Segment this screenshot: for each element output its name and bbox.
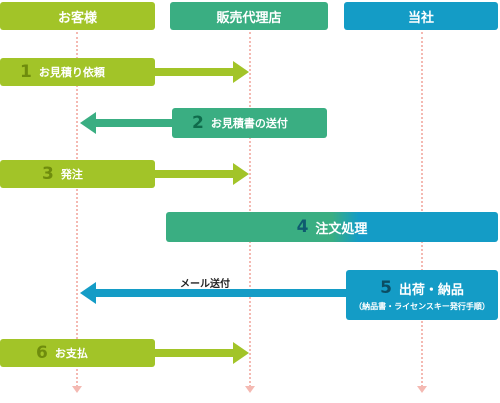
lifeline-reseller-end [245,386,255,393]
step-1-label: お見積り依頼 [38,66,105,79]
step-4-label: 注文処理 [315,221,368,237]
step-3-label: 発注 [60,168,83,181]
step-5-label: 出荷・納品 [398,282,464,298]
step-5-box: 5 出荷・納品 （納品書・ライセンスキー発行手順） [346,270,498,320]
step-6-number: 6 [36,343,48,363]
step-2-arrow [80,112,180,134]
mail-send-caption: メール送付 [180,279,230,290]
lane-header-reseller: 販売代理店 [170,2,328,30]
step-4-box: 4 注文処理 [166,212,498,242]
lane-header-customer: お客様 [0,2,155,30]
lifeline-company-end [417,386,427,393]
step-5-sublabel: （納品書・ライセンスキー発行手順） [354,302,490,311]
step-6-arrow [155,342,249,364]
step-4-number: 4 [296,217,309,237]
step-1-arrow [155,61,249,83]
lifeline-customer-end [72,386,82,393]
step-5-arrow [80,282,348,304]
lane-header-company: 当社 [344,2,498,30]
step-6-box: 6 お支払 [0,339,155,367]
lane-header-customer-label: お客様 [57,10,97,26]
lane-header-reseller-label: 販売代理店 [216,10,282,26]
step-3-box: 3 発注 [0,160,155,188]
step-1-number: 1 [20,62,32,82]
step-5-number: 5 [380,278,392,298]
step-2-number: 2 [192,113,204,133]
step-2-label: お見積書の送付 [210,117,288,130]
step-2-box: 2 お見積書の送付 [172,108,327,138]
step-3-arrow [155,163,249,185]
lifeline-customer [76,32,78,387]
step-6-label: お支払 [54,347,88,360]
lane-header-company-label: 当社 [407,10,434,26]
lifeline-company [421,32,423,387]
step-5-heading: 5 出荷・納品 [380,278,464,298]
step-1-box: 1 お見積り依頼 [0,58,155,86]
step-3-number: 3 [42,164,54,184]
lifeline-reseller [249,32,251,387]
